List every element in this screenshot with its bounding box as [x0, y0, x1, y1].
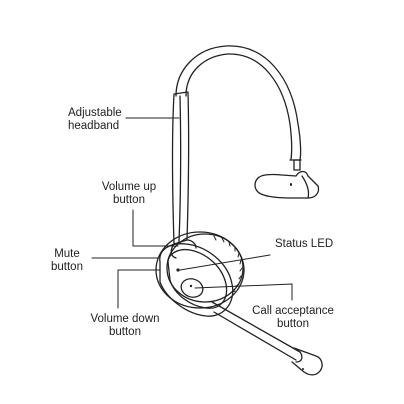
headband-label: Adjustable headband: [68, 107, 122, 132]
temple-pad: [254, 159, 320, 199]
volume-down-label: Volume down button: [90, 313, 160, 338]
mute-label: Mute button: [51, 248, 83, 273]
leader-lines: [91, 117, 293, 309]
volume-up-label: Volume up button: [101, 181, 157, 206]
status-led: [176, 268, 180, 272]
microphone-boom: [211, 301, 323, 376]
status-led-label: Status LED: [275, 238, 334, 250]
ear-cushion: [155, 231, 245, 309]
call-acceptance-label: Call acceptance button: [252, 305, 334, 330]
earpiece-body: [159, 243, 234, 317]
call-acceptance-button[interactable]: [179, 276, 205, 300]
headband: [175, 45, 302, 161]
headband-slider: [171, 91, 190, 245]
